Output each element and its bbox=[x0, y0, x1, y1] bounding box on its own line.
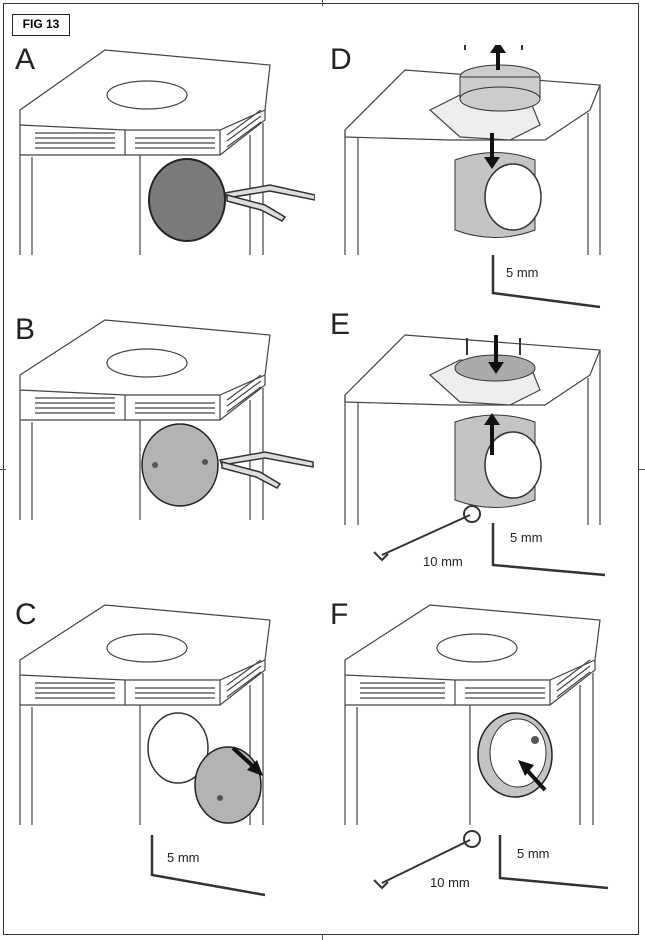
panel-c: C 5 mm bbox=[15, 600, 315, 900]
flue-collar bbox=[459, 86, 541, 112]
cover-disc bbox=[148, 158, 226, 242]
flue-opening bbox=[147, 712, 209, 784]
figure-tag: FIG 13 bbox=[12, 14, 70, 36]
panel-e: E 5 mm 10 mm bbox=[330, 310, 630, 610]
down-arrow-icon bbox=[484, 133, 500, 169]
crop-mark-bottom bbox=[322, 934, 323, 940]
allen-key-size-label: 5 mm bbox=[167, 850, 200, 865]
screw-icon bbox=[464, 45, 523, 50]
allen-key-icon bbox=[491, 523, 606, 577]
stove-illustration-b bbox=[19, 319, 314, 520]
up-arrow-icon bbox=[490, 45, 506, 70]
panel-f: F 5 mm 10 mm bbox=[330, 600, 630, 900]
panel-letter-a: A bbox=[15, 43, 36, 76]
allen-key-size-label: 5 mm bbox=[517, 846, 550, 861]
panel-letter-b: B bbox=[15, 313, 36, 346]
stove-illustration-f bbox=[344, 604, 609, 890]
screw-icon bbox=[531, 736, 539, 744]
locking-pliers-icon bbox=[223, 184, 315, 222]
stove-frame-illustration-d bbox=[344, 45, 601, 309]
panel-letter-e: E bbox=[330, 308, 351, 341]
cover-plate bbox=[194, 746, 262, 824]
crop-mark-right bbox=[639, 469, 645, 470]
panel-a: A bbox=[15, 45, 315, 345]
locking-pliers-icon bbox=[218, 451, 314, 489]
allen-key-icon bbox=[150, 835, 266, 897]
down-arrow-icon bbox=[488, 335, 504, 374]
screw-icon bbox=[152, 462, 158, 468]
stove-frame-illustration-e bbox=[344, 334, 606, 577]
diagonal-arrow-icon bbox=[518, 760, 547, 792]
crop-mark-top bbox=[322, 0, 323, 6]
panel-b: B bbox=[15, 315, 315, 615]
allen-key-size-label: 5 mm bbox=[506, 265, 539, 280]
diagonal-arrow-icon bbox=[231, 746, 263, 776]
panel-d: D 5 mm bbox=[330, 45, 630, 345]
stove-illustration-a bbox=[19, 49, 315, 255]
cover-plate bbox=[141, 423, 219, 507]
wrench-icon bbox=[373, 505, 481, 562]
screw-icon bbox=[466, 338, 521, 355]
wrench-icon bbox=[373, 830, 481, 890]
panel-letter-f: F bbox=[330, 598, 349, 631]
screw-icon bbox=[202, 459, 208, 465]
crop-mark-left bbox=[0, 469, 6, 470]
allen-key-size-label: 5 mm bbox=[510, 530, 543, 545]
panel-letter-d: D bbox=[330, 43, 352, 76]
stove-illustration-c bbox=[19, 604, 271, 897]
wrench-size-label: 10 mm bbox=[423, 554, 463, 569]
allen-key-icon bbox=[498, 835, 609, 890]
allen-key-icon bbox=[491, 255, 601, 309]
screw-icon bbox=[217, 795, 223, 801]
up-arrow-icon bbox=[484, 413, 500, 455]
wrench-size-label: 10 mm bbox=[430, 875, 470, 890]
panel-letter-c: C bbox=[15, 598, 37, 631]
